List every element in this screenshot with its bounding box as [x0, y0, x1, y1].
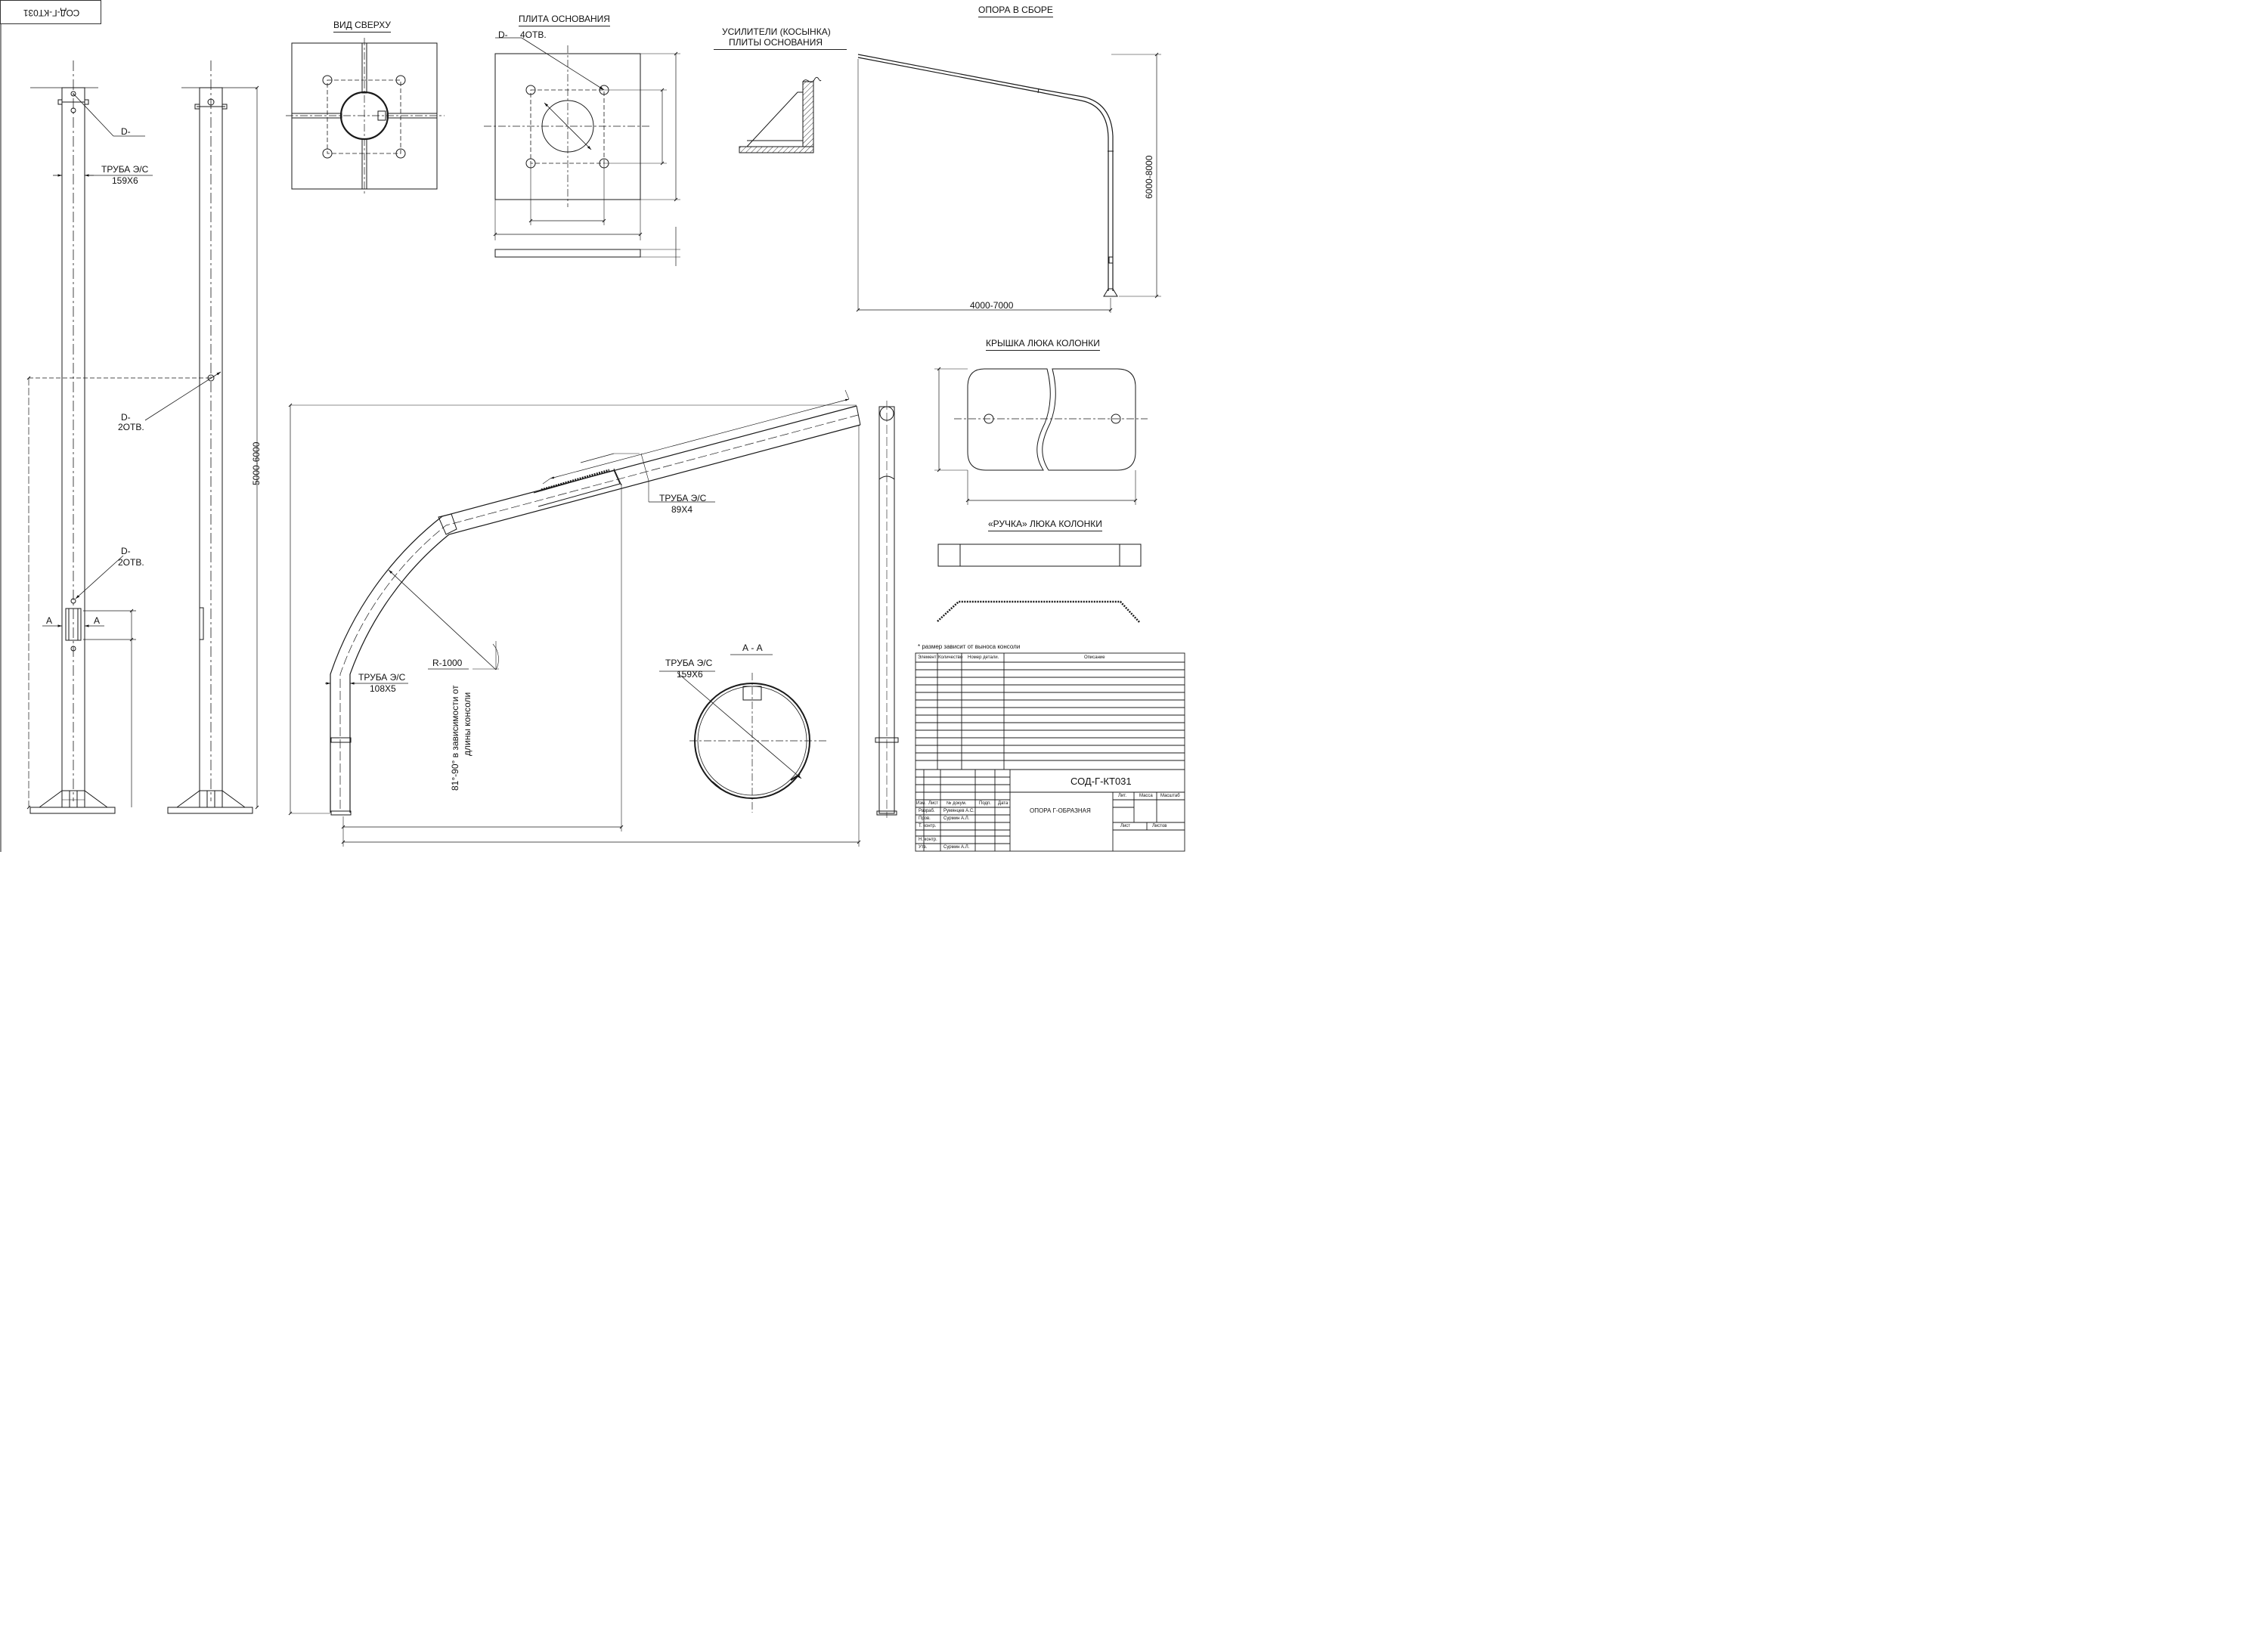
row-approver-name: Сурмин А.Л.	[943, 845, 970, 850]
bend-pipe-label-2: 108Х5	[370, 683, 396, 694]
section-aa-view	[689, 673, 828, 813]
drawing-code-stamp-text: СОД-Г-КТ031	[23, 8, 80, 18]
gussets-title-line2: ПЛИТЫ ОСНОВАНИЯ	[714, 38, 847, 50]
angle-note-line1: 81°-90° в зависимости от	[450, 685, 460, 791]
sheet-header: Лист	[1120, 824, 1131, 828]
base-plate-view	[484, 45, 652, 258]
arm-pipe-label-1: ТРУБА Э/С	[659, 493, 707, 503]
spec-header-element: Элемент	[918, 655, 937, 660]
gusset-view	[739, 76, 822, 153]
col-header-date: Дата	[998, 801, 1009, 806]
gussets-title-line1: УСИЛИТЕЛИ (КОСЫНКА)	[722, 26, 831, 37]
plate-hole-diameter: D-	[498, 29, 508, 40]
bend-radius-label: R-1000	[432, 658, 463, 668]
top-view	[286, 38, 445, 195]
section-pipe-label-2: 159Х6	[677, 669, 703, 680]
main-pipe-label-1: ТРУБА Э/С	[101, 164, 149, 175]
mass-header: Масса	[1139, 794, 1153, 798]
row-developer-role: Разраб.	[919, 809, 935, 813]
sheets-header: Листов	[1152, 824, 1167, 828]
total-height-dimension: 6000-8000	[1144, 155, 1154, 199]
title-block-code: СОД-Г-КТ031	[1070, 776, 1132, 787]
side-pole-view	[875, 401, 899, 818]
drawing-code-stamp: СОД-Г-КТ031	[0, 0, 101, 24]
bend-pipe-label-1: ТРУБА Э/С	[358, 672, 406, 683]
row-developer-name: Румянцев А.С.	[943, 809, 974, 813]
section-mark-left: А	[46, 615, 53, 626]
size-footnote: * размер зависит от выноса консоли	[918, 643, 1021, 650]
section-aa-title: А - А	[742, 643, 763, 653]
title-block-name: ОПОРА Г-ОБРАЗНАЯ	[1030, 807, 1091, 814]
plate-hole-count: 4ОТВ.	[520, 29, 547, 40]
scale-header: Масштаб	[1160, 794, 1180, 798]
column-side-view	[167, 60, 257, 814]
low-hole-label-1: D-	[121, 546, 131, 556]
angle-note-line2: длины консоли	[462, 692, 472, 756]
mid-hole-label-2: 2ОТВ.	[118, 422, 144, 432]
column-height-dimension: 5000-6000	[251, 441, 262, 485]
arm-pipe-label-2: 89Х4	[671, 504, 693, 515]
hatch-cover-title: КРЫШКА ЛЮКА КОЛОНКИ	[986, 339, 1100, 351]
assembly-title: ОПОРА В СБОРЕ	[978, 5, 1053, 17]
section-pipe-label-1: ТРУБА Э/С	[665, 658, 713, 668]
drawing-sheet	[0, 24, 1185, 852]
top-hole-label: D-	[121, 126, 131, 137]
col-header-sign: Подп.	[979, 801, 991, 806]
section-mark-right: А	[94, 615, 101, 626]
bent-arm-view	[330, 405, 861, 816]
row-checker-role: Пров.	[919, 816, 931, 821]
reach-dimension: 4000-7000	[970, 300, 1014, 311]
main-pipe-label-2: 159Х6	[112, 175, 138, 186]
row-tech-control-role: Т. контр.	[919, 824, 937, 828]
spec-header-qty: Количество	[938, 655, 963, 660]
mid-hole-label-1: D-	[121, 412, 131, 423]
hatch-handle-title: «РУЧКА» ЛЮКА КОЛОНКИ	[988, 519, 1102, 531]
base-plate-title: ПЛИТА ОСНОВАНИЯ	[519, 14, 610, 26]
row-checker-name: Сурмин А.Л.	[943, 816, 970, 821]
top-view-title: ВИД СВЕРХУ	[333, 20, 391, 33]
col-header-doc: № докум.	[947, 801, 967, 806]
hatch-handle-view	[937, 544, 1142, 624]
title-block-frame	[915, 652, 1185, 852]
col-header-izm: Изм.	[916, 801, 926, 806]
spec-header-part: Номер детали.	[968, 655, 999, 660]
low-hole-label-2: 2ОТВ.	[118, 557, 144, 568]
column-front-view	[29, 60, 116, 814]
row-norm-control-role: Н. контр.	[919, 838, 937, 842]
lit-header: Лит.	[1118, 794, 1127, 798]
assembly-view	[857, 54, 1118, 297]
row-approver-role: Утв.	[919, 845, 928, 850]
col-header-list: Лист	[928, 801, 939, 806]
spec-header-desc: Описание	[1084, 655, 1105, 660]
hatch-cover-view	[954, 368, 1148, 471]
